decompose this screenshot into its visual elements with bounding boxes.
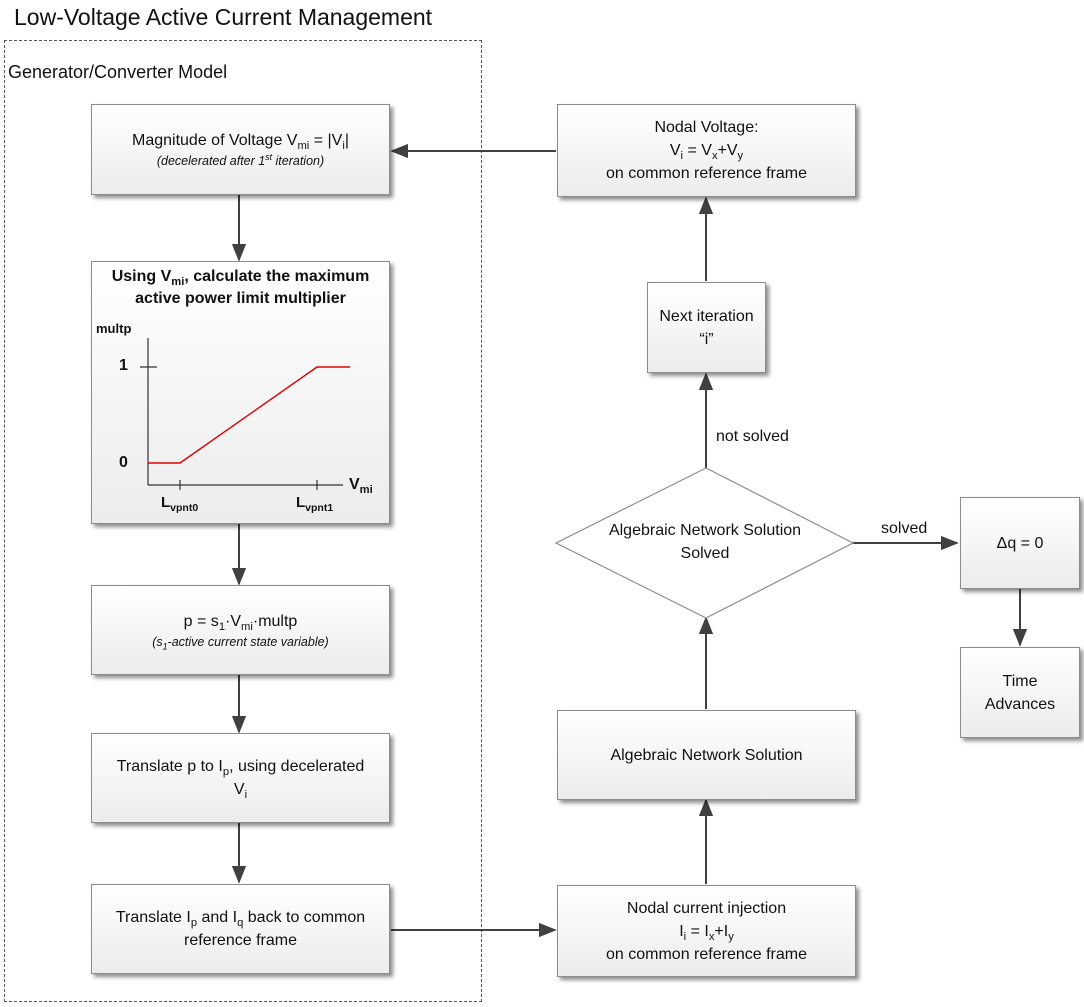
nc-a-sub: i (683, 930, 687, 943)
plot-title-line2: active power limit multiplier (135, 290, 346, 307)
x-tick-1-sub: vpnt1 (305, 502, 334, 514)
group-label: Generator/Converter Model (8, 62, 228, 82)
p-mid: ·V (225, 612, 242, 630)
tb-sub2: q (237, 917, 244, 930)
translate-back-line1: Translate Ip and Iq back to common (116, 906, 365, 929)
plot-title-pre: Using V (111, 268, 172, 285)
algebraic-network-box: Algebraic Network Solution (557, 710, 856, 800)
x-axis-label: Vmi (349, 476, 373, 497)
x-tick-1-main: L (296, 494, 306, 511)
y-axis-label: multp (96, 321, 132, 336)
translate-back-line2: reference frame (184, 932, 297, 949)
nodal-current-line1: Nodal current injection (626, 899, 787, 917)
next-iteration-line2: “i” (699, 330, 714, 348)
nodal-voltage-box: Nodal Voltage: Vi = Vx+Vy on common refe… (557, 104, 856, 197)
plot-title: Using Vmi, calculate the maximum active … (91, 266, 390, 310)
x-tick-0-sub: vpnt0 (170, 502, 199, 514)
translate-v-sub: i (244, 789, 248, 802)
y-tick-label-1: 1 (119, 357, 128, 374)
delta-q-label: Δq = 0 (996, 534, 1044, 552)
translate-back-box: Translate Ip and Iq back to common refer… (91, 884, 390, 974)
p-sub2: mi (241, 620, 253, 633)
magnitude-text-end: | (344, 132, 349, 149)
x-axis-label-sub: mi (359, 484, 373, 497)
p-pre: p = s (183, 612, 219, 630)
magnitude-note-sup: st (265, 151, 273, 162)
p-note-sub: 1 (162, 641, 168, 651)
x-axis-label-main: V (349, 476, 360, 493)
nc-c-sub: y (728, 930, 734, 943)
translate-line1: Translate p to Ip, using decelerated (117, 755, 365, 778)
y-tick-label-0: 0 (119, 454, 128, 471)
magnitude-note: (decelerated after 1 (156, 154, 266, 168)
time-line2: Advances (984, 695, 1056, 713)
p-note-post: -active current state variable) (167, 634, 329, 649)
translate-sub: p (222, 766, 230, 779)
next-iteration-box: Next iteration “i” (647, 282, 766, 373)
magnitude-sub: mi (297, 140, 310, 153)
magnitude-text-rest: = |V (309, 132, 343, 149)
nv-b-sub: x (711, 150, 718, 163)
x-tick-label-1: Lvpnt1 (296, 494, 334, 514)
tb-post: back to common (243, 909, 366, 926)
p-calc-box: p = s1·Vmi·multp (s1-active current stat… (91, 585, 390, 675)
nodal-voltage-line1: Nodal Voltage: (654, 119, 759, 136)
nodal-current-box: Nodal current injection Ii = Ix+Iy on co… (557, 885, 856, 977)
tb-pre: Translate I (115, 909, 191, 926)
nv-a: V (669, 142, 681, 159)
nv-c: +V (717, 142, 738, 159)
translate-v: V (233, 781, 245, 798)
delta-q-box: Δq = 0 (960, 497, 1080, 589)
diagram-title: Low-Voltage Active Current Management (14, 4, 433, 30)
p-post: ·multp (252, 612, 298, 630)
p-note-pre: (s (152, 634, 163, 649)
nv-c-sub: y (737, 150, 744, 163)
solved-label: solved (881, 520, 928, 537)
translate-post: , using decelerated (229, 758, 365, 775)
time-advances-box: Time Advances (960, 647, 1080, 738)
nc-a: I (679, 922, 684, 940)
p-calc-line1: p = s1·Vmi·multp (184, 610, 298, 633)
translate-box: Translate p to Ip, using decelerated Vi (91, 733, 390, 823)
generator-model-group (4, 40, 482, 1002)
magnitude-line2: (decelerated after 1st iteration) (157, 152, 324, 170)
nc-b-sub: x (708, 930, 715, 943)
translate-pre: Translate p to I (116, 758, 223, 775)
x-tick-label-0: Lvpnt0 (161, 494, 199, 514)
nodal-voltage-line3: on common reference frame (606, 165, 807, 182)
nc-c: +I (714, 922, 729, 940)
p-calc-line2: (s1-active current state variable) (152, 633, 328, 651)
plot-title-sub: mi (171, 276, 185, 289)
x-tick-0-main: L (161, 494, 171, 511)
magnitude-sub2: i (342, 140, 345, 153)
magnitude-voltage-box: Magnitude of Voltage Vmi = |Vi| (deceler… (91, 104, 390, 195)
diamond-line2: Solved (680, 545, 730, 562)
nodal-current-line3: on common reference frame (606, 945, 807, 963)
nodal-current-line2: Ii = Ix+Iy (679, 920, 734, 943)
nv-a-sub: i (680, 150, 684, 163)
magnitude-note-post: iteration) (272, 154, 325, 168)
nodal-voltage-line2: Vi = Vx+Vy (670, 139, 743, 162)
multp-curve (148, 366, 350, 464)
time-line1: Time (1002, 672, 1038, 690)
diamond-label: Algebraic Network Solution Solved (556, 519, 854, 565)
nv-b: = V (683, 142, 712, 159)
p-sub: 1 (218, 620, 226, 633)
translate-line2: Vi (234, 778, 247, 801)
plot-title-post: , calculate the maximum (184, 268, 370, 285)
magnitude-line1: Magnitude of Voltage Vmi = |Vi| (132, 129, 349, 152)
diamond-line1: Algebraic Network Solution (608, 522, 802, 539)
nc-b: = I (686, 922, 709, 940)
not-solved-label: not solved (716, 428, 789, 445)
multiplier-plot-box (91, 261, 390, 524)
decision-diamond (554, 467, 855, 619)
next-iteration-line1: Next iteration (659, 307, 754, 325)
tb-mid: and I (197, 909, 238, 926)
tb-sub: p (190, 917, 198, 930)
magnitude-text: Magnitude of Voltage V (132, 132, 298, 149)
algebraic-network-label: Algebraic Network Solution (610, 746, 803, 764)
